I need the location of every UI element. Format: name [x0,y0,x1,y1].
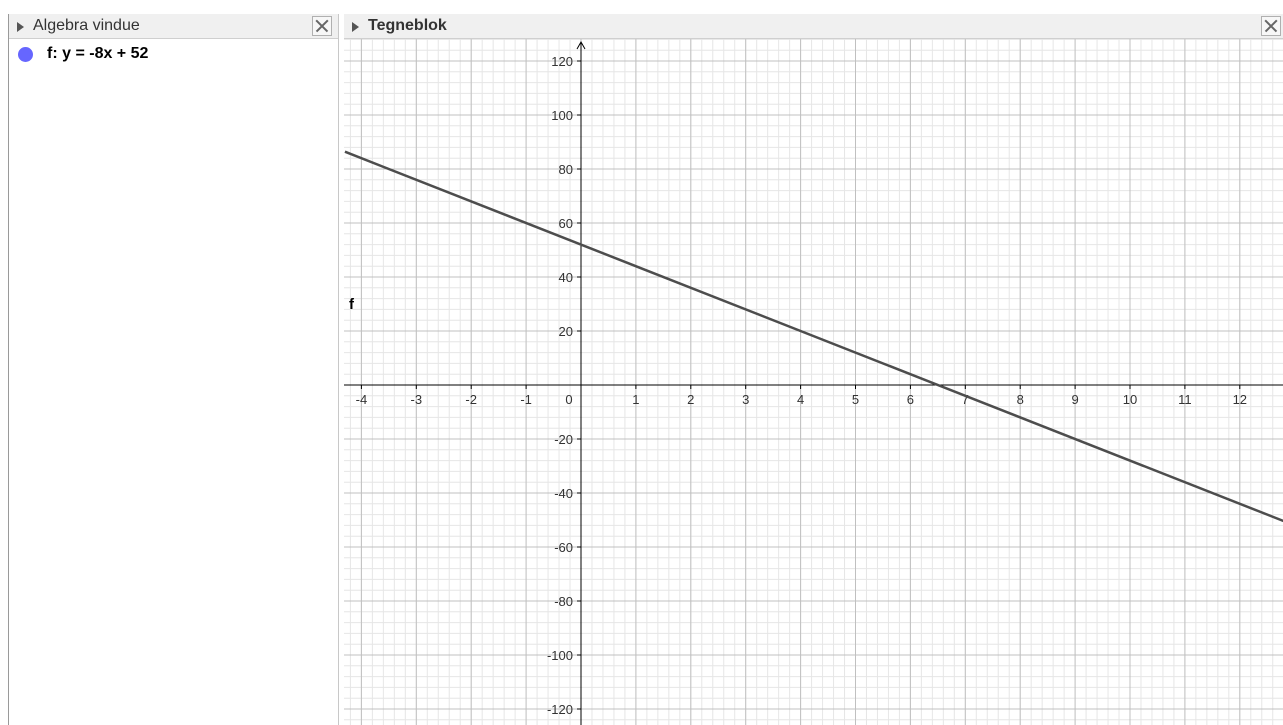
x-tick-label: 4 [797,392,804,407]
visibility-dot-icon[interactable] [18,47,33,62]
x-tick-label: 8 [1017,392,1024,407]
y-tick-label: -100 [547,648,573,663]
x-tick-label: 5 [852,392,859,407]
y-tick-label: 120 [551,54,573,69]
x-tick-label: 3 [742,392,749,407]
expand-triangle-icon[interactable] [352,22,359,32]
x-tick-label: 7 [962,392,969,407]
x-tick-label: 11 [1178,392,1192,407]
y-tick-label: 40 [559,270,573,285]
x-tick-label: 1 [632,392,639,407]
x-tick-label: 12 [1233,392,1247,407]
y-tick-label: 60 [559,216,573,231]
x-tick-label: 0 [565,392,572,407]
function-label[interactable]: f [349,296,354,313]
graphics-title: Tegneblok [368,17,447,34]
y-tick-label: -80 [554,594,573,609]
close-algebra-button[interactable] [312,16,332,36]
x-tick-label: 9 [1071,392,1078,407]
y-tick-label: -20 [554,432,573,447]
y-tick-label: 100 [551,108,573,123]
x-tick-label: -2 [465,392,477,407]
graphics-header[interactable]: Tegneblok [344,14,1283,39]
algebra-item-f[interactable]: f: y = -8x + 52 [9,40,338,68]
close-graphics-button[interactable] [1261,16,1281,36]
algebra-header[interactable]: Algebra vindue [9,14,338,39]
y-axis-arrow-icon [576,40,586,50]
algebra-item-text[interactable]: f: y = -8x + 52 [47,45,149,62]
x-tick-label: -4 [356,392,368,407]
y-tick-label: 80 [559,162,573,177]
x-tick-label: 2 [687,392,694,407]
x-tick-label: 10 [1123,392,1137,407]
expand-triangle-icon[interactable] [17,22,24,32]
x-tick-label: -3 [411,392,423,407]
x-tick-label: -1 [520,392,532,407]
y-tick-label: 20 [559,324,573,339]
algebra-title: Algebra vindue [33,17,140,34]
y-tick-label: -40 [554,486,573,501]
function-line-f [344,150,1283,523]
y-tick-label: -60 [554,540,573,555]
x-tick-label: 6 [907,392,914,407]
y-tick-label: -120 [547,702,573,717]
top-strip [0,0,1283,14]
algebra-panel: Algebra vindue f: y = -8x + 52 [8,14,339,725]
